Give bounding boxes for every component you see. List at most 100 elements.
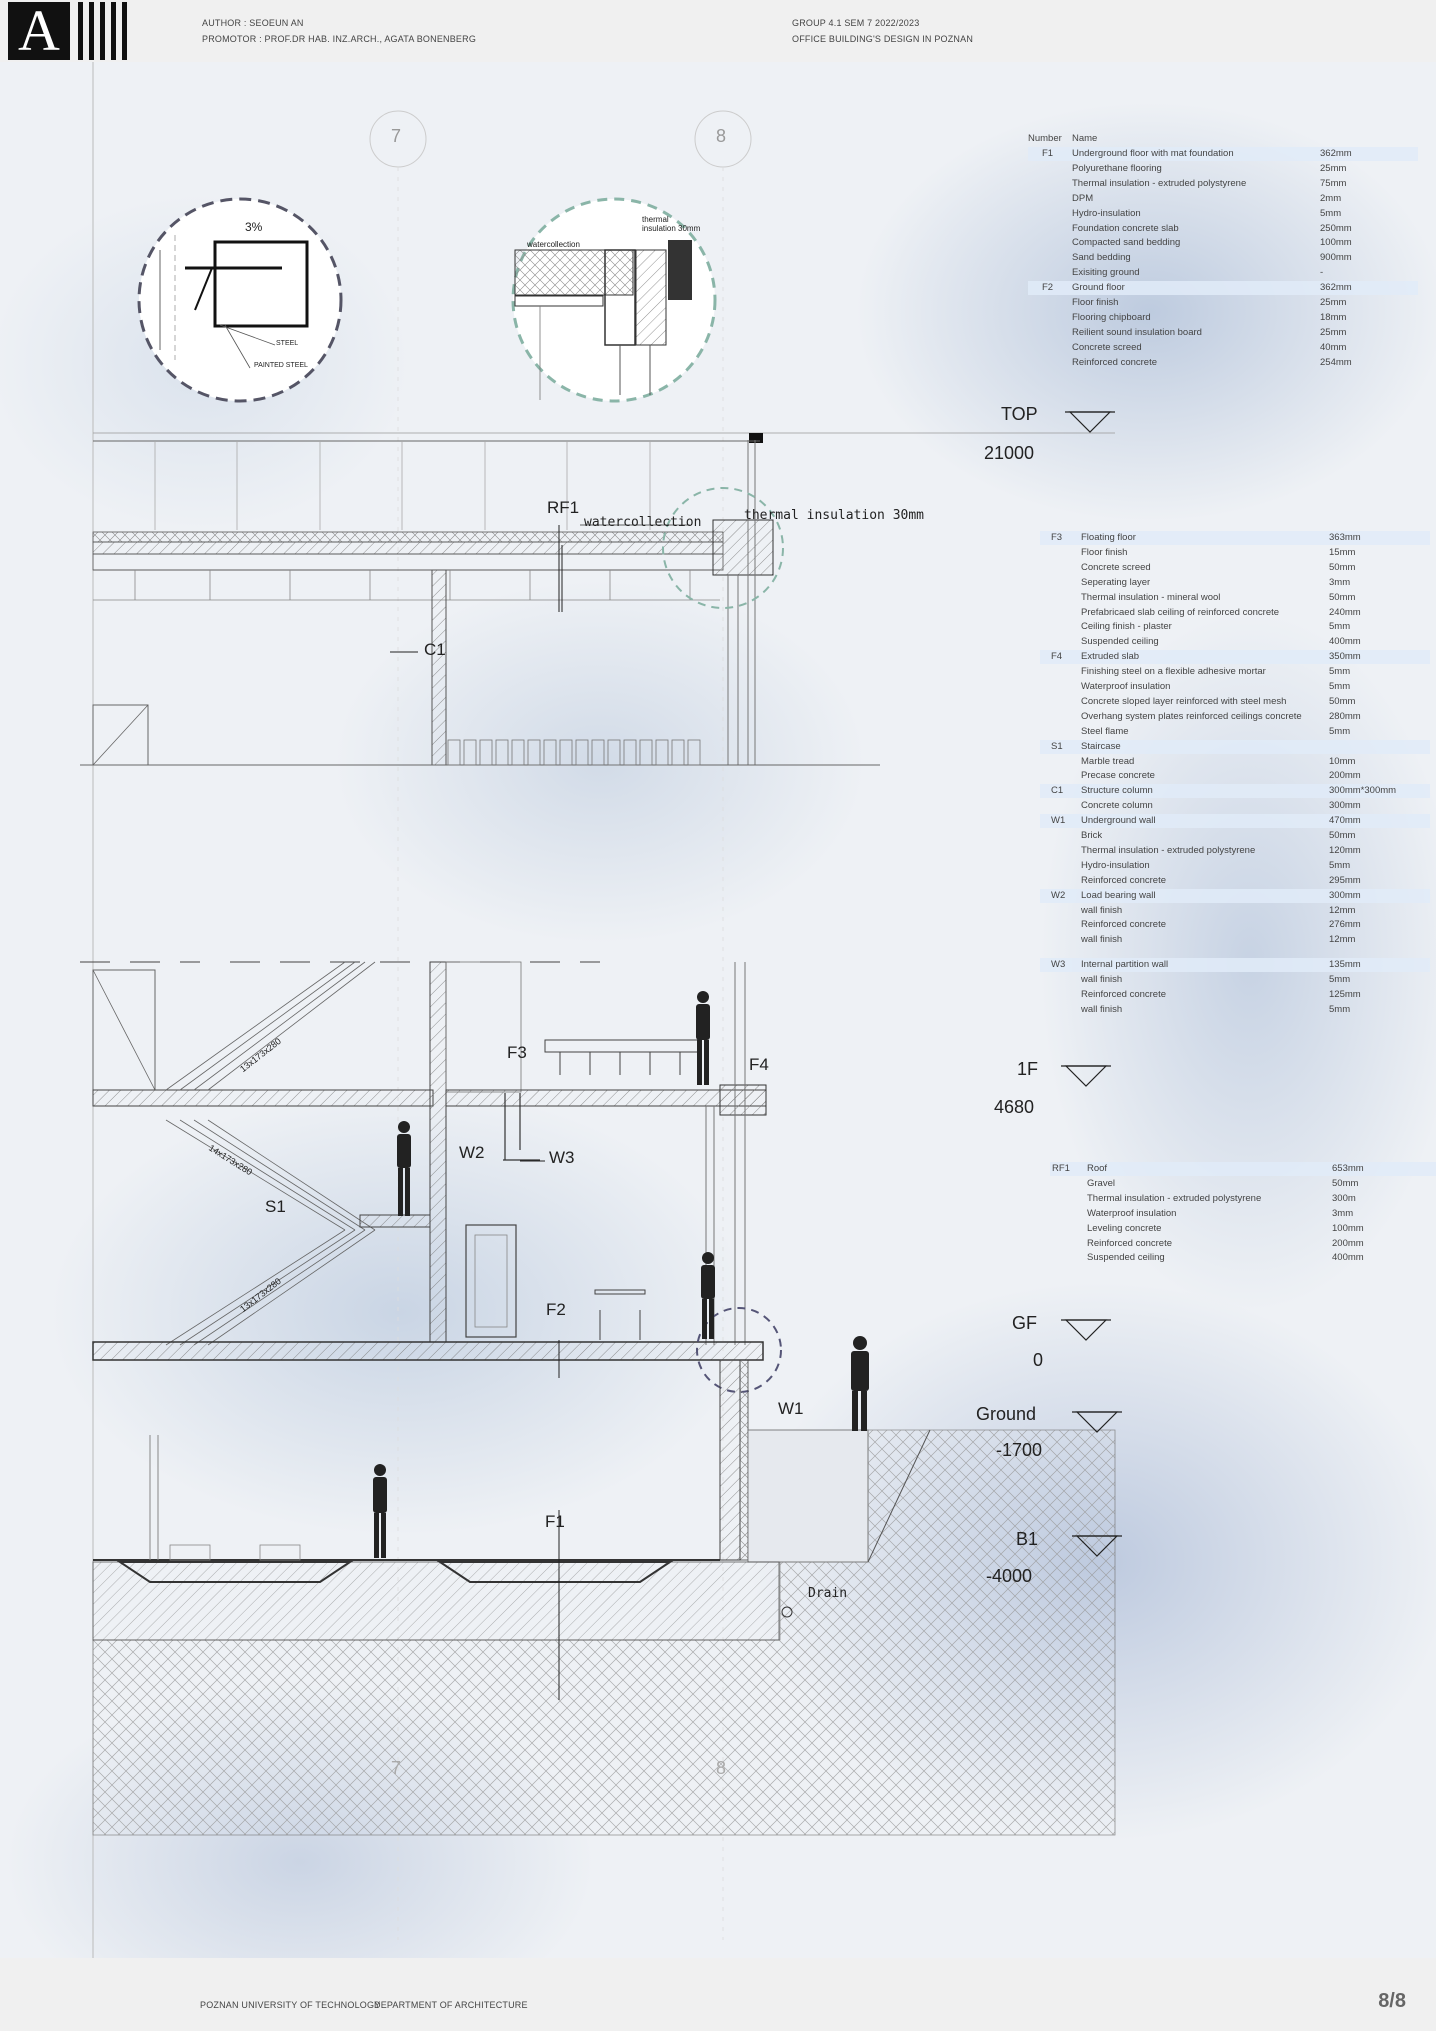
university-text: POZNAN UNIVERSITY OF TECHNOLOGY bbox=[200, 2000, 381, 2010]
table-cell-th: 5mm bbox=[1329, 621, 1351, 633]
footer-bar: POZNAN UNIVERSITY OF TECHNOLOGY DEPARTME… bbox=[0, 1958, 1436, 2031]
table-cell-th: 2mm bbox=[1320, 192, 1342, 204]
table-cell-name: Reinforced concrete bbox=[1072, 356, 1158, 368]
table-cell-name: Steel flame bbox=[1081, 725, 1129, 737]
table-cell-name: Marble tread bbox=[1081, 755, 1135, 767]
table-cell-name: Suspended ceiling bbox=[1081, 636, 1159, 648]
label-drain: Drain bbox=[808, 1586, 848, 1601]
level-gf-name: GF bbox=[1012, 1313, 1037, 1333]
table-cell-th: 300m bbox=[1332, 1192, 1356, 1204]
label-c1: C1 bbox=[424, 640, 446, 659]
table-cell-th: 300mm bbox=[1329, 889, 1361, 901]
table-cell-th: 200mm bbox=[1332, 1237, 1364, 1249]
table-row: Finishing steel on a flexible adhesive m… bbox=[1040, 665, 1430, 679]
table-cell-th: 125mm bbox=[1329, 989, 1361, 1000]
table-row: Overhang system plates reinforced ceilin… bbox=[1040, 710, 1430, 724]
table-cell-num: W2 bbox=[1051, 889, 1066, 901]
table-row: Thermal insulation - extruded polystyren… bbox=[1028, 177, 1418, 191]
table-row: Reilient sound insulation board 25mm bbox=[1028, 326, 1418, 340]
table-cell-name: Hydro-insulation bbox=[1072, 207, 1141, 219]
table-cell-num: RF1 bbox=[1052, 1163, 1070, 1174]
table-cell-th: 50mm bbox=[1329, 695, 1356, 707]
header-name: Name bbox=[1072, 133, 1098, 144]
label-watercollection: watercollection bbox=[584, 515, 702, 530]
table-cell-name: Waterproof insulation bbox=[1087, 1207, 1177, 1219]
table-cell-th: 300mm bbox=[1329, 800, 1361, 812]
table-cell-name: Floating floor bbox=[1081, 532, 1136, 543]
table-cell-th: 3mm bbox=[1329, 576, 1351, 588]
people-silhouettes bbox=[373, 991, 869, 1558]
table-cell-num: F2 bbox=[1042, 282, 1054, 294]
level-gf-value: 0 bbox=[1033, 1350, 1044, 1370]
table-cell-name: Reilient sound insulation board bbox=[1072, 326, 1202, 338]
table-cell-name: Concrete sloped layer reinforced with st… bbox=[1081, 695, 1287, 707]
table-cell-name: Overhang system plates reinforced ceilin… bbox=[1081, 710, 1302, 722]
slope-label: 3% bbox=[245, 220, 263, 234]
table-cell-name: Thermal insulation - extruded polystyren… bbox=[1087, 1192, 1262, 1204]
level-1f-value: 4680 bbox=[994, 1097, 1035, 1117]
table-row: Seperating layer 3mm bbox=[1040, 576, 1430, 590]
page-number: 8/8 bbox=[1378, 1990, 1406, 2012]
level-ground-value: -1700 bbox=[996, 1440, 1043, 1460]
table-cell-name: Staircase bbox=[1081, 740, 1121, 752]
table-row: Waterproof insulation 3mm bbox=[1050, 1207, 1436, 1221]
table-row: Suspended ceiling 400mm bbox=[1040, 635, 1430, 649]
table-cell-name: Seperating layer bbox=[1081, 576, 1151, 588]
grid-axis-8-bottom-label: 8 bbox=[716, 1758, 727, 1778]
table-row: DPM 2mm bbox=[1028, 192, 1418, 206]
detail-watercollection-label: watercollection bbox=[527, 240, 580, 249]
author-text: AUTHOR : SEOEUN AN bbox=[202, 18, 304, 28]
table-cell-num: F1 bbox=[1042, 148, 1054, 159]
table-cell-name: Brick bbox=[1081, 830, 1103, 841]
table-cell-name: Flooring chipboard bbox=[1072, 311, 1151, 323]
table-cell-th: 25mm bbox=[1320, 297, 1347, 308]
table-row: Thermal insulation - extruded polystyren… bbox=[1040, 844, 1430, 858]
level-top-value: 21000 bbox=[984, 443, 1035, 463]
table-cell-name: Concrete screed bbox=[1072, 341, 1142, 353]
table-cell-th: 25mm bbox=[1320, 326, 1347, 338]
table-cell-th: 3mm bbox=[1332, 1207, 1354, 1219]
table-cell-name: DPM bbox=[1072, 192, 1094, 204]
table-cell-th: 12mm bbox=[1329, 904, 1356, 916]
header-number: Number bbox=[1028, 133, 1062, 144]
table-cell-name: Foundation concrete slab bbox=[1072, 222, 1179, 234]
table-cell-th: 100mm bbox=[1320, 237, 1352, 249]
table-cell-name: Thermal insulation - extruded polystyren… bbox=[1072, 177, 1247, 189]
table-cell-name: Compacted sand bedding bbox=[1072, 237, 1181, 249]
table-cell-th: 50mm bbox=[1332, 1177, 1359, 1189]
table-cell-th: 362mm bbox=[1320, 282, 1352, 294]
table-row: Thermal insulation - extruded polystyren… bbox=[1050, 1192, 1436, 1206]
table-cell-th: 10mm bbox=[1329, 755, 1356, 767]
table-cell-name: Internal partition wall bbox=[1081, 959, 1169, 971]
table-cell-th: 5mm bbox=[1320, 207, 1342, 219]
table-cell-num: F4 bbox=[1051, 651, 1063, 663]
table-cell-th: 240mm bbox=[1329, 606, 1361, 618]
table-cell-name: Concrete column bbox=[1081, 800, 1153, 812]
table-cell-th: 120mm bbox=[1329, 844, 1361, 856]
table-cell-th: 18mm bbox=[1320, 311, 1347, 323]
detail-thermal-label: thermal insulation 30mm bbox=[642, 215, 701, 233]
table-cell-th: 400mm bbox=[1332, 1252, 1364, 1264]
table-cell-th: 400mm bbox=[1329, 636, 1361, 648]
table-cell-th: 5mm bbox=[1329, 681, 1351, 692]
table-row: Hydro-insulation 5mm bbox=[1028, 207, 1418, 221]
table-cell-name: Precase concrete bbox=[1081, 770, 1155, 782]
